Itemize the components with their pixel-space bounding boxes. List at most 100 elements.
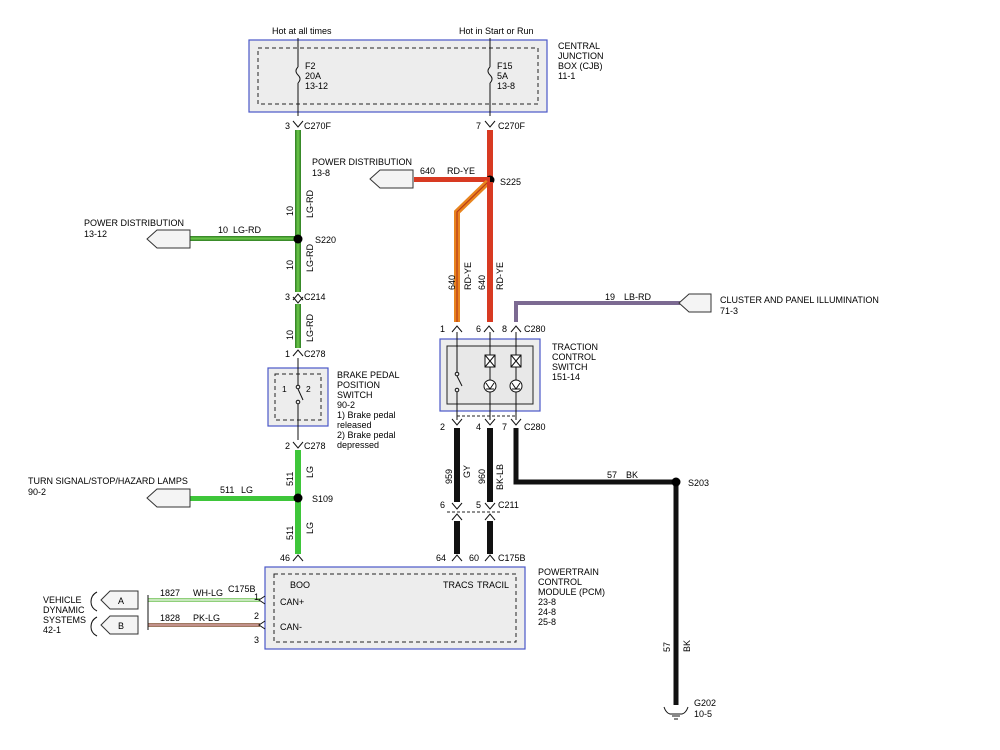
c280-bottom-connectors bbox=[451, 418, 522, 426]
wire-gy-label: GY bbox=[462, 465, 472, 478]
fuse-f15-icon bbox=[487, 66, 493, 84]
wire-gy-upper bbox=[454, 428, 460, 502]
wire-511-label-b: 511 bbox=[285, 526, 295, 540]
traction-control-switch bbox=[439, 332, 541, 420]
vds-title-1: VEHICLE bbox=[43, 595, 82, 605]
cjb-title-4: 11-1 bbox=[558, 71, 575, 81]
wire-lb-rd bbox=[514, 301, 680, 322]
powertrain-control-module bbox=[264, 566, 526, 650]
pcm-pin-64: 64 bbox=[436, 553, 446, 563]
fuse-f2-name: F2 bbox=[305, 61, 316, 71]
cluster-circuit: 19 bbox=[605, 292, 615, 302]
wire-lg-rd-lower bbox=[295, 304, 301, 348]
can-a-letter: A bbox=[118, 596, 124, 606]
c280-top-label: C280 bbox=[524, 324, 546, 334]
c280-bottom-pin-2: 2 bbox=[440, 422, 445, 432]
pcm-title-5: 24-8 bbox=[538, 607, 556, 617]
c214-connector-top bbox=[292, 293, 304, 301]
pd-left-color: LG-RD bbox=[233, 225, 262, 235]
pcm-title-3: MODULE (PCM) bbox=[538, 587, 605, 597]
wire-640-label-a: 640 bbox=[447, 275, 457, 290]
wire-rd-ye-diagonal-stripe bbox=[456, 181, 489, 322]
pcm-pin-46: 46 bbox=[280, 553, 290, 563]
wire-rd-ye-diagonal bbox=[454, 179, 491, 322]
wire-bk-lb-upper bbox=[487, 428, 493, 502]
brake-pedal-position-switch bbox=[267, 358, 329, 440]
vds-title-4: 42-1 bbox=[43, 625, 61, 635]
bpps-title-1: BRAKE PEDAL bbox=[337, 370, 400, 380]
splice-s220-label: S220 bbox=[315, 235, 336, 245]
wire-bk-lb-lower bbox=[487, 521, 493, 554]
bpps-note-2b: depressed bbox=[337, 440, 379, 450]
c278-bottom-pin: 2 bbox=[285, 441, 290, 451]
wire-rd-ye-to-pd bbox=[414, 177, 490, 182]
splice-s109 bbox=[293, 493, 303, 503]
power-distribution-right-label: POWER DISTRIBUTION bbox=[312, 157, 412, 167]
power-distribution-left-label: POWER DISTRIBUTION bbox=[84, 218, 184, 228]
turn-signal-arrow bbox=[146, 488, 191, 508]
c270f-left-connector bbox=[292, 120, 304, 128]
fuse-f2-rating: 20A bbox=[305, 71, 321, 81]
wire-lg-rd-to-pd bbox=[190, 236, 298, 241]
cluster-color: LB-RD bbox=[624, 292, 652, 302]
c278-top-connector bbox=[292, 349, 304, 357]
c214-connector-bottom bbox=[292, 296, 304, 304]
pd-left-circuit: 10 bbox=[218, 225, 228, 235]
pcm-title-2: CONTROL bbox=[538, 577, 582, 587]
ground-g202-icon bbox=[663, 706, 689, 720]
bpps-title-4: 90-2 bbox=[337, 400, 355, 410]
splice-s203 bbox=[671, 477, 681, 487]
splice-s220 bbox=[293, 234, 303, 244]
can-a-circuit: 1827 bbox=[160, 588, 180, 598]
gnd-circuit-a: 57 bbox=[607, 470, 617, 480]
tcs-title-3: SWITCH bbox=[552, 362, 588, 372]
wire-bk-ground bbox=[513, 428, 679, 705]
wire-gy-lower bbox=[454, 521, 460, 554]
c280-top-pin-1: 1 bbox=[440, 324, 445, 334]
fuse-f2-ref: 13-12 bbox=[305, 81, 328, 91]
cjb-title-3: BOX (CJB) bbox=[558, 61, 603, 71]
wire-10-label-c: 10 bbox=[285, 330, 295, 340]
wire-rd-ye-straight bbox=[487, 182, 493, 322]
power-distribution-right-arrow bbox=[369, 169, 414, 189]
power-distribution-right-ref: 13-8 bbox=[312, 168, 330, 178]
can-b-letter: B bbox=[118, 621, 124, 631]
c278-bottom-connector bbox=[292, 441, 304, 449]
tcs-title-1: TRACTION bbox=[552, 342, 598, 352]
hot-in-start-run-label: Hot in Start or Run bbox=[459, 26, 534, 36]
pcm-pin-3: 3 bbox=[254, 635, 259, 645]
wire-10-label-b: 10 bbox=[285, 260, 295, 270]
fuse-f15-rating: 5A bbox=[497, 71, 508, 81]
splice-s225-label: S225 bbox=[500, 177, 521, 187]
gnd-color-b: BK bbox=[682, 640, 692, 652]
cluster-illumination-label: CLUSTER AND PANEL ILLUMINATION bbox=[720, 295, 879, 305]
pcm-pin-2: 2 bbox=[254, 611, 259, 621]
turn-color: LG bbox=[241, 485, 253, 495]
can-a-color: WH-LG bbox=[193, 588, 223, 598]
pcm-signal-can-minus: CAN- bbox=[280, 622, 302, 632]
c280-bottom-pin-7: 7 bbox=[502, 422, 507, 432]
power-distribution-left-ref: 13-12 bbox=[84, 229, 107, 239]
pcm-signal-can-plus: CAN+ bbox=[280, 597, 304, 607]
turn-circuit: 511 bbox=[220, 485, 234, 495]
vds-bracket bbox=[90, 591, 98, 637]
c214-pin: 3 bbox=[285, 292, 290, 302]
can-b-arrow bbox=[100, 615, 139, 635]
wire-lg-rd-label-b: LG-RD bbox=[305, 243, 315, 272]
bpps-pin-2: 2 bbox=[306, 384, 311, 394]
cjb-title-1: CENTRAL bbox=[558, 41, 600, 51]
pcm-title-6: 25-8 bbox=[538, 617, 556, 627]
pcm-signal-tracs: TRACS bbox=[443, 580, 474, 590]
wire-lg-label-a: LG bbox=[305, 466, 315, 478]
c270f-left-pin: 3 bbox=[285, 121, 290, 131]
c278-top-label: C278 bbox=[304, 349, 326, 359]
wire-lg-rd-label-c: LG-RD bbox=[305, 313, 315, 342]
fuse-f15-ref: 13-8 bbox=[497, 81, 515, 91]
c278-bottom-label: C278 bbox=[304, 441, 326, 451]
c175b-left-connectors bbox=[258, 595, 266, 630]
c270f-left-label: C270F bbox=[304, 121, 332, 131]
bpps-note-1a: 1) Brake pedal bbox=[337, 410, 396, 420]
pd-right-color: RD-YE bbox=[447, 166, 475, 176]
ground-g202-ref: 10-5 bbox=[694, 709, 712, 719]
c211-connectors bbox=[451, 502, 496, 521]
